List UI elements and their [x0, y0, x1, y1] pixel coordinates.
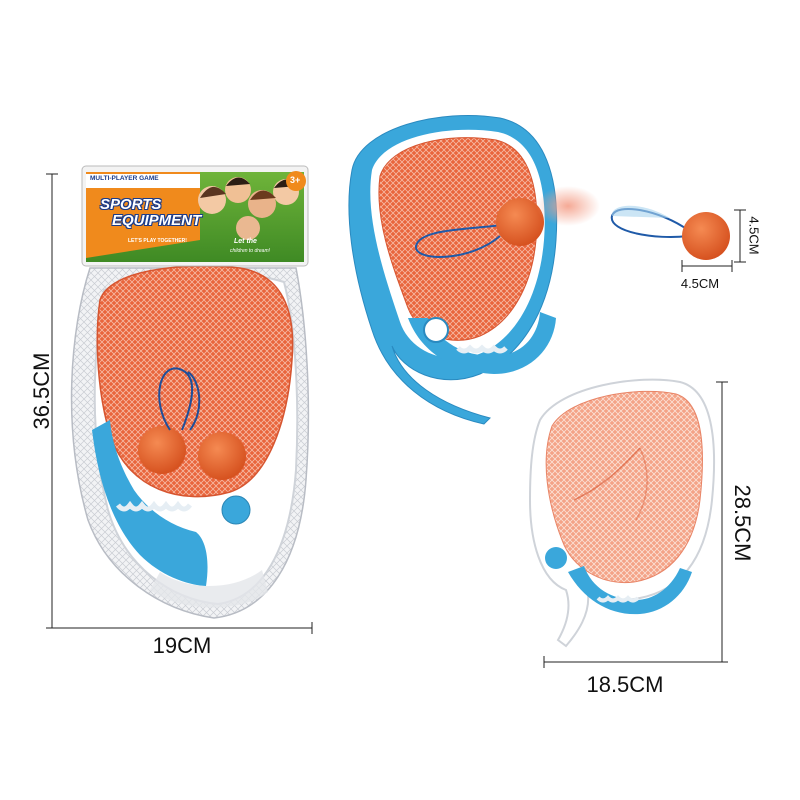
white-paddle-button: [545, 547, 567, 569]
slogan-line-2: children to dream!: [230, 248, 271, 254]
ball: [496, 198, 544, 246]
multi-player-label: MULTI-PLAYER GAME: [90, 175, 159, 182]
package-header-card: [81, 165, 309, 267]
package-width-label: 19CM: [152, 633, 212, 658]
blue-paddle-handle: [408, 312, 556, 374]
package-height-label: 36.5CM: [29, 352, 54, 430]
ball: [138, 426, 186, 474]
age-badge: 3+: [290, 175, 301, 185]
paddle-width-label: 18.5CM: [586, 672, 664, 697]
package-header-text: MULTI-PLAYER GAME 3+ SPORTS EQUIPMENT LE…: [82, 166, 308, 266]
blue-button: [221, 495, 251, 525]
title-line-1: SPORTS: [100, 196, 162, 213]
dimension-lines: [46, 173, 746, 668]
blue-paddle-net: [378, 137, 538, 341]
ball-width-label: 4.5CM: [680, 276, 720, 291]
blue-paddle-button: [423, 317, 449, 343]
tagline: LET'S PLAY TOGETHER!: [128, 238, 187, 244]
ball-string: [158, 367, 201, 431]
bag-bottom: [150, 570, 268, 608]
title-line-2: EQUIPMENT: [112, 212, 202, 229]
blue-grip: [92, 420, 208, 586]
white-paddle-handle: [568, 566, 692, 615]
ball: [198, 432, 246, 480]
paddle-height-label: 28.5CM: [730, 484, 755, 562]
ball-height-label: 4.5CM: [746, 216, 762, 255]
white-paddle: [528, 378, 716, 648]
blue-paddle: [348, 115, 600, 425]
ball: [682, 212, 730, 260]
elastic-loop: [415, 223, 511, 258]
white-paddle-net: [545, 390, 703, 584]
packaged-product: [70, 265, 310, 619]
slogan-line-1: Let the: [234, 238, 257, 245]
ball-with-loop: [610, 205, 730, 260]
grip-ridges: [116, 500, 192, 512]
